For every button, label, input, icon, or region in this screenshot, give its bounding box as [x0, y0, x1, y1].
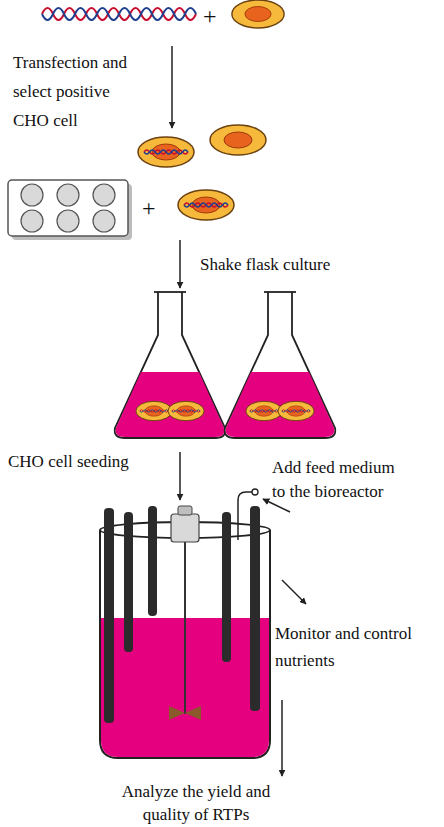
dna-strand — [42, 8, 196, 20]
flow-arrow — [171, 46, 173, 128]
step-label: Monitor and control nutrients — [275, 620, 435, 674]
cho-cell — [232, 0, 284, 28]
plus-sign: + — [142, 194, 156, 222]
transfected-cell — [178, 190, 234, 220]
step-label: Add feed medium to the bioreactor — [272, 456, 404, 504]
dna-strand — [42, 8, 196, 20]
step-label: Transfection and select positive CHO cel… — [13, 48, 145, 135]
step-label: CHO cell seeding — [8, 451, 129, 473]
step-label: Analyze the yield and quality of RTPs — [120, 780, 272, 826]
well-plate — [8, 180, 128, 236]
flow-arrow — [281, 700, 283, 776]
flow-arrow — [179, 240, 181, 288]
monitor-arrow — [282, 580, 306, 604]
wells — [21, 184, 115, 232]
bioreactor — [100, 489, 270, 758]
flow-arrow — [179, 452, 181, 500]
shake-flask — [225, 292, 336, 438]
plus-sign: + — [203, 2, 217, 30]
step-label: Shake flask culture — [200, 254, 330, 276]
transfected-cell — [138, 137, 194, 167]
cho-cell — [210, 125, 266, 155]
shake-flask — [115, 292, 226, 438]
